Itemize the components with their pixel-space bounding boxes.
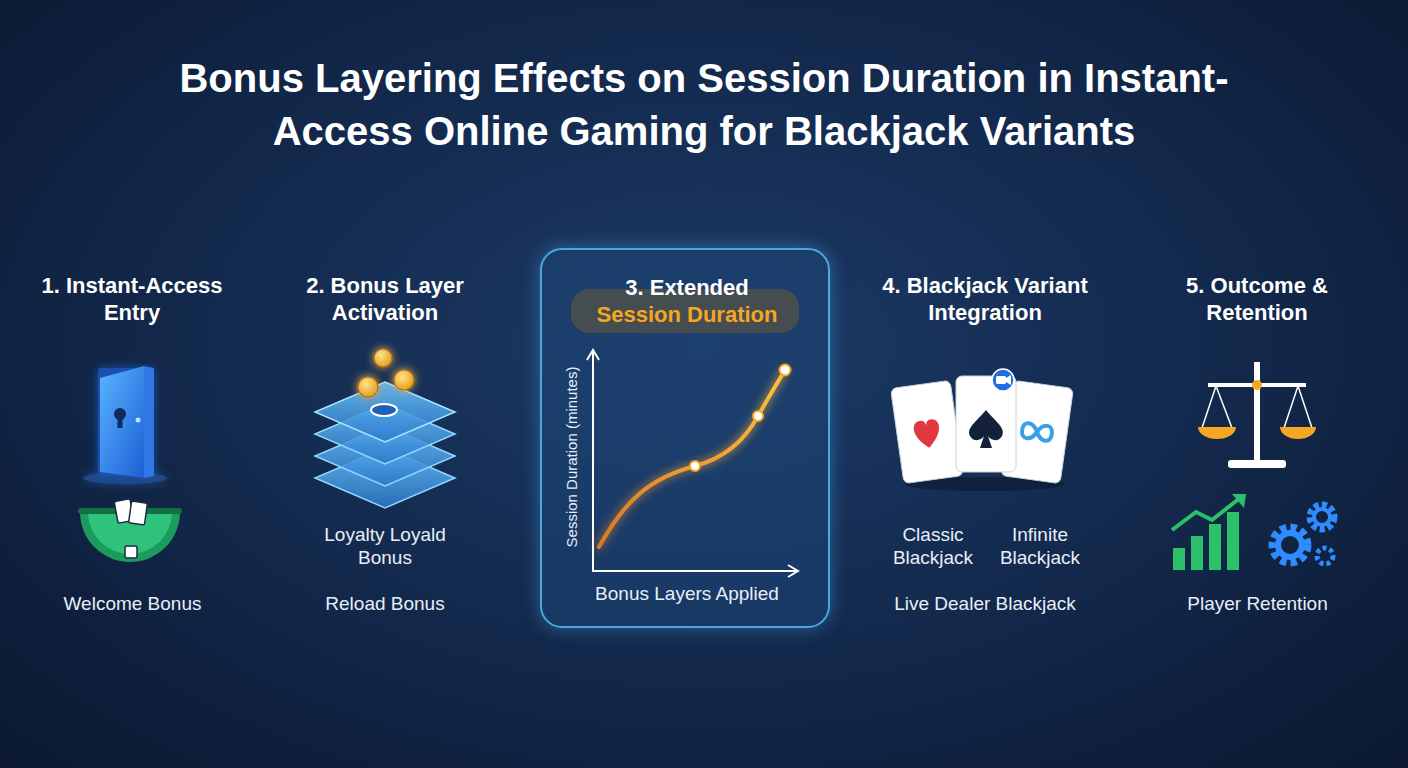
cards-icon xyxy=(913,418,942,449)
stage-heading: 5. Outcome & Retention xyxy=(1167,272,1347,326)
stage-heading: 3. Extended Session Duration xyxy=(594,274,780,328)
chart-panel xyxy=(540,248,830,628)
flow-arrow xyxy=(1100,431,1143,434)
stage-column: 5. Outcome & RetentionPlayer Retention xyxy=(1145,248,1370,628)
table-icon xyxy=(129,501,148,525)
bonus-stack-icon xyxy=(315,349,455,508)
stage-label: Loyalty Loyald Bonus xyxy=(324,523,446,569)
stage-heading: 4. Blackjack Variant Integration xyxy=(872,272,1098,326)
bonus-stack-icon xyxy=(358,377,378,397)
stage-label: Player Retention xyxy=(1145,592,1370,615)
line-chart xyxy=(753,411,763,421)
growth-chart-icon xyxy=(1227,512,1239,570)
gears-icon xyxy=(1314,509,1330,525)
scales-icon xyxy=(1298,386,1312,428)
gears-icon xyxy=(1310,505,1334,529)
door-icon xyxy=(144,366,154,478)
cards-icon xyxy=(891,369,1074,491)
stage-column: 1. Instant-Access EntryWelcome Bonus xyxy=(30,248,235,628)
growth-chart-icon xyxy=(1209,524,1221,570)
stage-label: Welcome Bonus xyxy=(30,592,235,615)
stage-label: Live Dealer Blackjack xyxy=(872,592,1098,615)
flow-arrow xyxy=(487,431,538,434)
cards-icon xyxy=(969,410,1003,448)
stage-label: Bonus Layers Applied xyxy=(542,582,832,605)
scales-icon xyxy=(1254,362,1260,462)
scales-icon xyxy=(1284,386,1298,428)
table-icon xyxy=(78,499,182,562)
scales-icon xyxy=(1280,427,1316,439)
stage-label: Session Duration (minutes) xyxy=(563,347,581,567)
stage-label: Infinite Blackjack xyxy=(985,523,1095,569)
bonus-stack-icon xyxy=(315,382,455,442)
door-icon xyxy=(136,418,141,423)
door-icon xyxy=(83,366,167,484)
bonus-stack-icon xyxy=(371,404,397,416)
gears-icon xyxy=(1273,528,1307,562)
gears-icon xyxy=(1278,533,1302,557)
line-chart xyxy=(788,565,798,577)
stage-column: 2. Bonus Layer ActivationLoyalty Loyald … xyxy=(285,248,485,628)
line-chart xyxy=(599,370,785,547)
stage-heading: 1. Instant-Access Entry xyxy=(32,272,232,326)
cards-icon xyxy=(992,369,1014,391)
bonus-stack-icon xyxy=(394,370,414,390)
scales-icon xyxy=(1198,362,1316,468)
cards-icon xyxy=(891,380,964,483)
diagram-title: Bonus Layering Effects on Session Durati… xyxy=(114,52,1294,158)
line-chart xyxy=(587,350,798,577)
growth-chart-icon xyxy=(1173,548,1185,570)
scales-icon xyxy=(1228,460,1286,468)
line-chart xyxy=(593,570,796,572)
chart-panel xyxy=(540,248,830,628)
cards-icon xyxy=(1006,375,1011,385)
stage-label: Reload Bonus xyxy=(285,592,485,615)
gears-icon xyxy=(1273,505,1334,564)
highlight-stage-box: 3. Extended Session DurationSession Dura… xyxy=(540,248,830,628)
line-chart xyxy=(690,461,700,471)
flow-arrow xyxy=(832,431,870,434)
table-icon xyxy=(125,546,137,558)
stage-heading: 2. Bonus Layer Activation xyxy=(285,272,485,326)
door-icon xyxy=(118,416,123,428)
scales-icon xyxy=(1202,386,1216,428)
flow-arrow xyxy=(237,431,283,434)
gears-icon xyxy=(1317,548,1333,564)
line-chart xyxy=(587,350,599,360)
growth-chart-icon xyxy=(1172,494,1246,570)
door-icon xyxy=(100,366,144,478)
scales-icon xyxy=(1216,386,1232,428)
cards-icon xyxy=(996,376,1006,384)
cards-icon xyxy=(1021,422,1053,441)
cards-icon xyxy=(891,380,964,483)
scales-icon xyxy=(1252,380,1262,390)
line-chart xyxy=(780,365,791,376)
scales-icon xyxy=(1198,427,1236,439)
line-chart xyxy=(592,352,594,572)
growth-chart-icon xyxy=(1232,494,1246,508)
stage-column: 4. Blackjack Variant IntegrationClassic … xyxy=(872,248,1098,628)
stage-label: Classic Blackjack xyxy=(878,523,988,569)
bonus-stack-icon xyxy=(374,349,392,367)
growth-chart-icon xyxy=(1172,498,1240,530)
growth-chart-icon xyxy=(1191,536,1203,570)
